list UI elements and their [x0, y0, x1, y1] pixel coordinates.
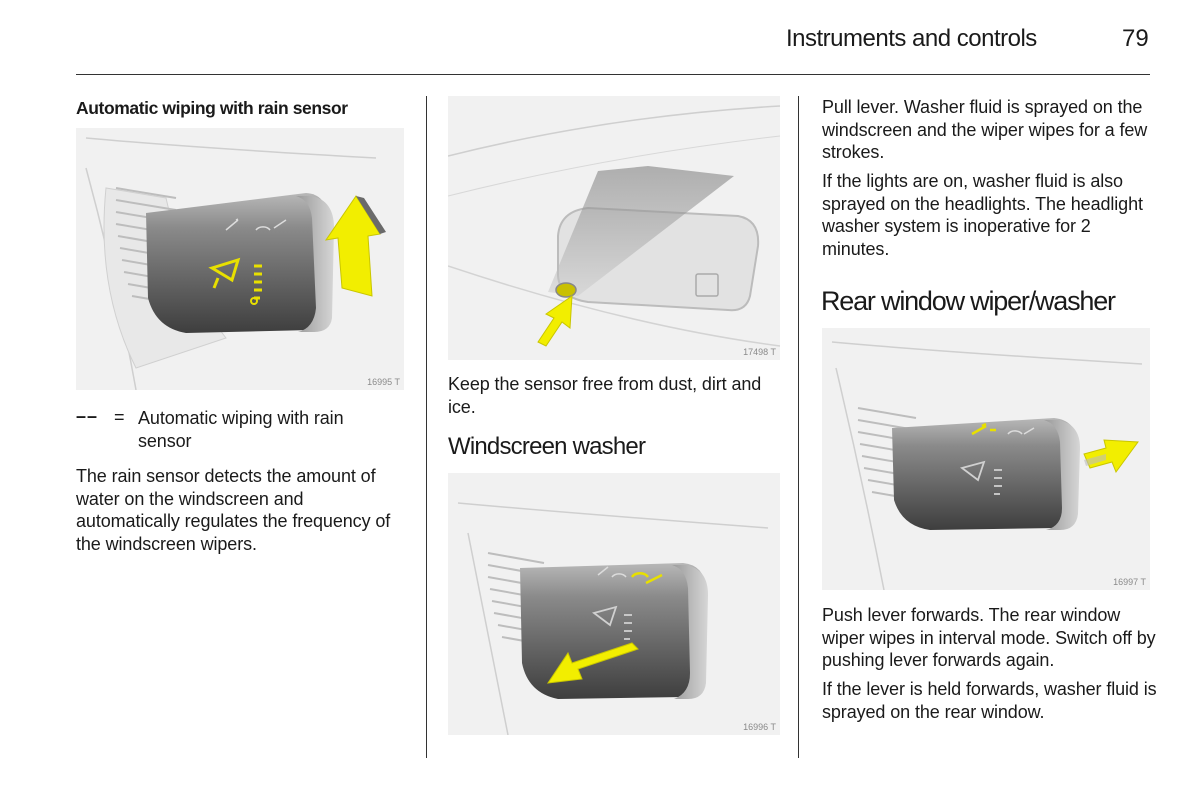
figure-wiper-lever-rain-sensor: 16995 T	[76, 128, 404, 390]
figure-code-16997: 16997 T	[1113, 577, 1146, 587]
figure-rain-sensor-windscreen: 17498 T	[448, 96, 780, 360]
pull-lever-paragraph: Pull lever. Washer fluid is sprayed on t…	[822, 97, 1148, 162]
legend-dash-symbol: ––	[76, 406, 99, 426]
windscreen-washer-heading: Windscreen washer	[448, 433, 646, 460]
legend-description: Automatic wiping with rain sensor	[138, 408, 344, 451]
rear-window-wiper-heading: Rear window wiper/washer	[821, 286, 1116, 316]
rain-sensor-subheading: Automatic wiping with rain sensor	[76, 98, 348, 118]
column-separator-2	[798, 96, 799, 758]
column-separator-1	[426, 96, 427, 758]
figure-wiper-lever-pull: 16996 T	[448, 473, 780, 735]
figure-code-16996: 16996 T	[743, 722, 776, 732]
headlight-washer-paragraph: If the lights are on, washer fluid is al…	[822, 171, 1143, 259]
push-lever-paragraph: Push lever forwards. The rear window wip…	[822, 605, 1156, 670]
page-header-title: Instruments and controls	[786, 25, 1037, 52]
figure-code-16995: 16995 T	[367, 377, 400, 387]
rain-sensor-paragraph: The rain sensor detects the amount of wa…	[76, 466, 391, 554]
rear-washer-paragraph: If the lever is held forwards, washer fl…	[822, 679, 1157, 722]
header-rule	[76, 74, 1150, 75]
legend-equals: =	[114, 407, 125, 427]
figure-code-17498: 17498 T	[743, 347, 776, 357]
sensor-care-paragraph: Keep the sensor free from dust, dirt and…	[448, 374, 762, 417]
figure-rear-wiper-lever: 16997 T	[822, 328, 1150, 590]
page-number: 79	[1122, 25, 1149, 52]
